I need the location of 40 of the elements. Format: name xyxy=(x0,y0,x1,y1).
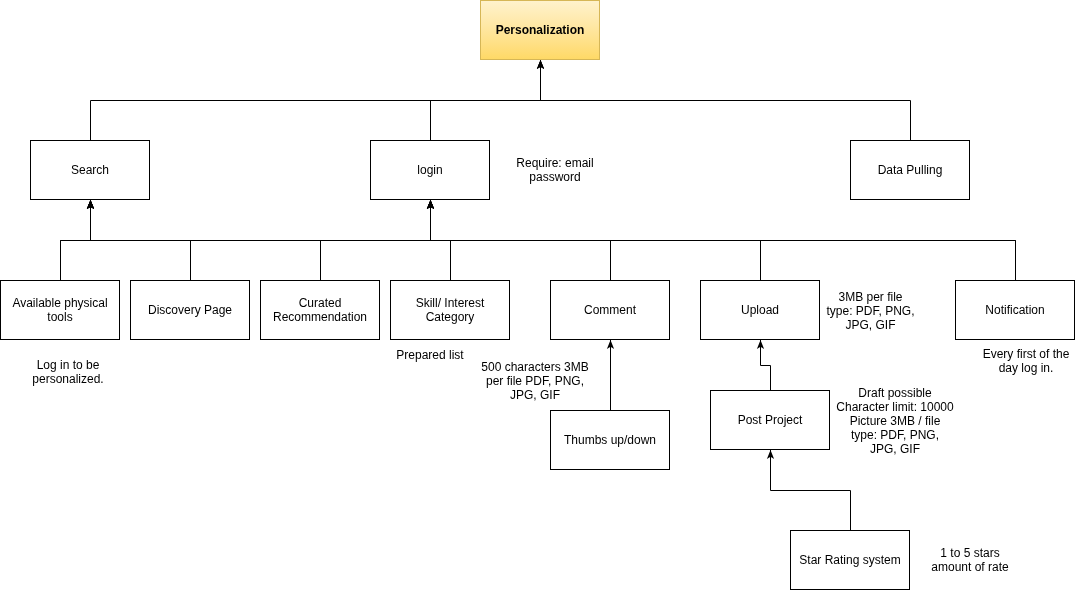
process-label: Post Project xyxy=(737,413,803,427)
arrow xyxy=(606,339,615,411)
note-text: 500 characters 3MB per file PDF, PNG, JPG, GIF xyxy=(480,360,590,402)
annotation-text: Require: email password xyxy=(515,156,595,184)
process-label: Available physical tools xyxy=(11,296,109,324)
process-box xyxy=(0,280,120,340)
root-box xyxy=(480,0,600,60)
process-label: login xyxy=(417,163,443,177)
process-box xyxy=(390,280,510,340)
annotation-text: Draft possible Character limit: 10000 Picture 3MB / file type: PDF, PNG, JPG, GIF xyxy=(836,386,954,456)
process-label: Comment xyxy=(584,303,636,317)
process-label: Curated Recommendation xyxy=(271,296,369,324)
process-box xyxy=(130,280,250,340)
annotation-text: Prepared list xyxy=(395,348,465,362)
annotation-text: 1 to 5 stars amount of rate xyxy=(930,546,1010,574)
process-label: Data Pulling xyxy=(877,163,943,177)
process-box xyxy=(790,530,910,590)
process-label: Personalization xyxy=(495,23,585,37)
process-label: Thumbs up/down xyxy=(563,433,657,447)
process-box xyxy=(700,280,820,340)
process-box xyxy=(550,410,670,470)
process-box xyxy=(370,140,490,200)
process-label: Discovery Page xyxy=(147,303,232,317)
process-box xyxy=(30,140,150,200)
process-label: Skill/ Interest Category xyxy=(414,296,486,324)
process-label: Star Rating system xyxy=(799,553,901,567)
annotation-text: Every first of the day log in. xyxy=(981,347,1071,375)
annotation-text: Log in to be personalized. xyxy=(31,358,105,386)
arrow xyxy=(756,339,771,391)
process-label: Notification xyxy=(985,303,1045,317)
process-label: Search xyxy=(71,163,109,177)
process-box xyxy=(260,280,380,340)
annotation-text: 3MB per file type: PDF, PNG, JPG, GIF xyxy=(825,290,916,332)
process-box xyxy=(710,390,830,450)
process-box xyxy=(550,280,670,340)
arrow xyxy=(766,449,851,531)
process-box xyxy=(850,140,970,200)
process-box xyxy=(955,280,1075,340)
arrow xyxy=(536,59,911,141)
process-label: Upload xyxy=(741,303,779,317)
